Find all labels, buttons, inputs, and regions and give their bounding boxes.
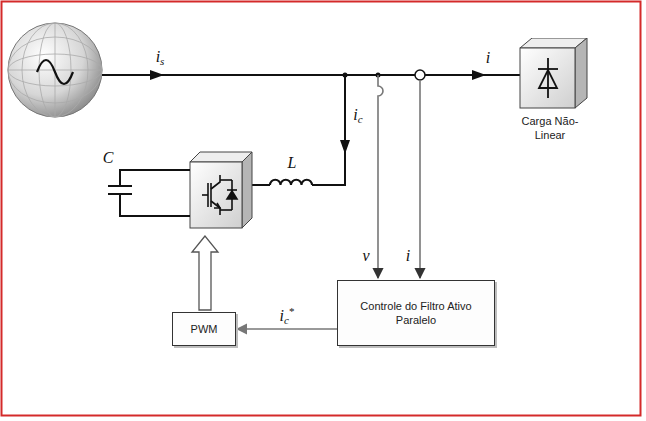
current-sensor [415, 70, 425, 80]
signal-label: i [405, 248, 411, 264]
signal-arrow [237, 328, 337, 330]
inverter-block [190, 152, 252, 228]
load-caption: Carga Não-Linear [515, 114, 585, 143]
signal-label: L [287, 155, 298, 171]
ac-source [8, 23, 102, 117]
filter-branch [242, 73, 350, 186]
signal-label: ic [352, 107, 363, 125]
signal-label: is [155, 49, 166, 67]
edge-label: ic* [279, 306, 296, 326]
capacitor [108, 170, 190, 216]
load-box-graphic [505, 38, 595, 112]
pwm-box: PWM [172, 312, 236, 346]
gate-signal-arrow [192, 236, 218, 310]
control-box: Controle do Filtro Ativo Paralelo [337, 280, 495, 346]
power-line [102, 70, 520, 80]
nonlinear-load: Carga Não-Linear [505, 38, 595, 143]
box-label: PWM [191, 322, 218, 336]
inductor-coil [270, 180, 312, 185]
frame [2, 2, 641, 416]
box-label: Controle do Filtro Ativo Paralelo [351, 299, 481, 328]
voltage-signal-wire [378, 75, 383, 278]
signal-label: v [361, 248, 370, 264]
signal-label: i [485, 50, 491, 66]
current-signal-wire [419, 80, 421, 278]
signal-label: C [102, 150, 115, 166]
